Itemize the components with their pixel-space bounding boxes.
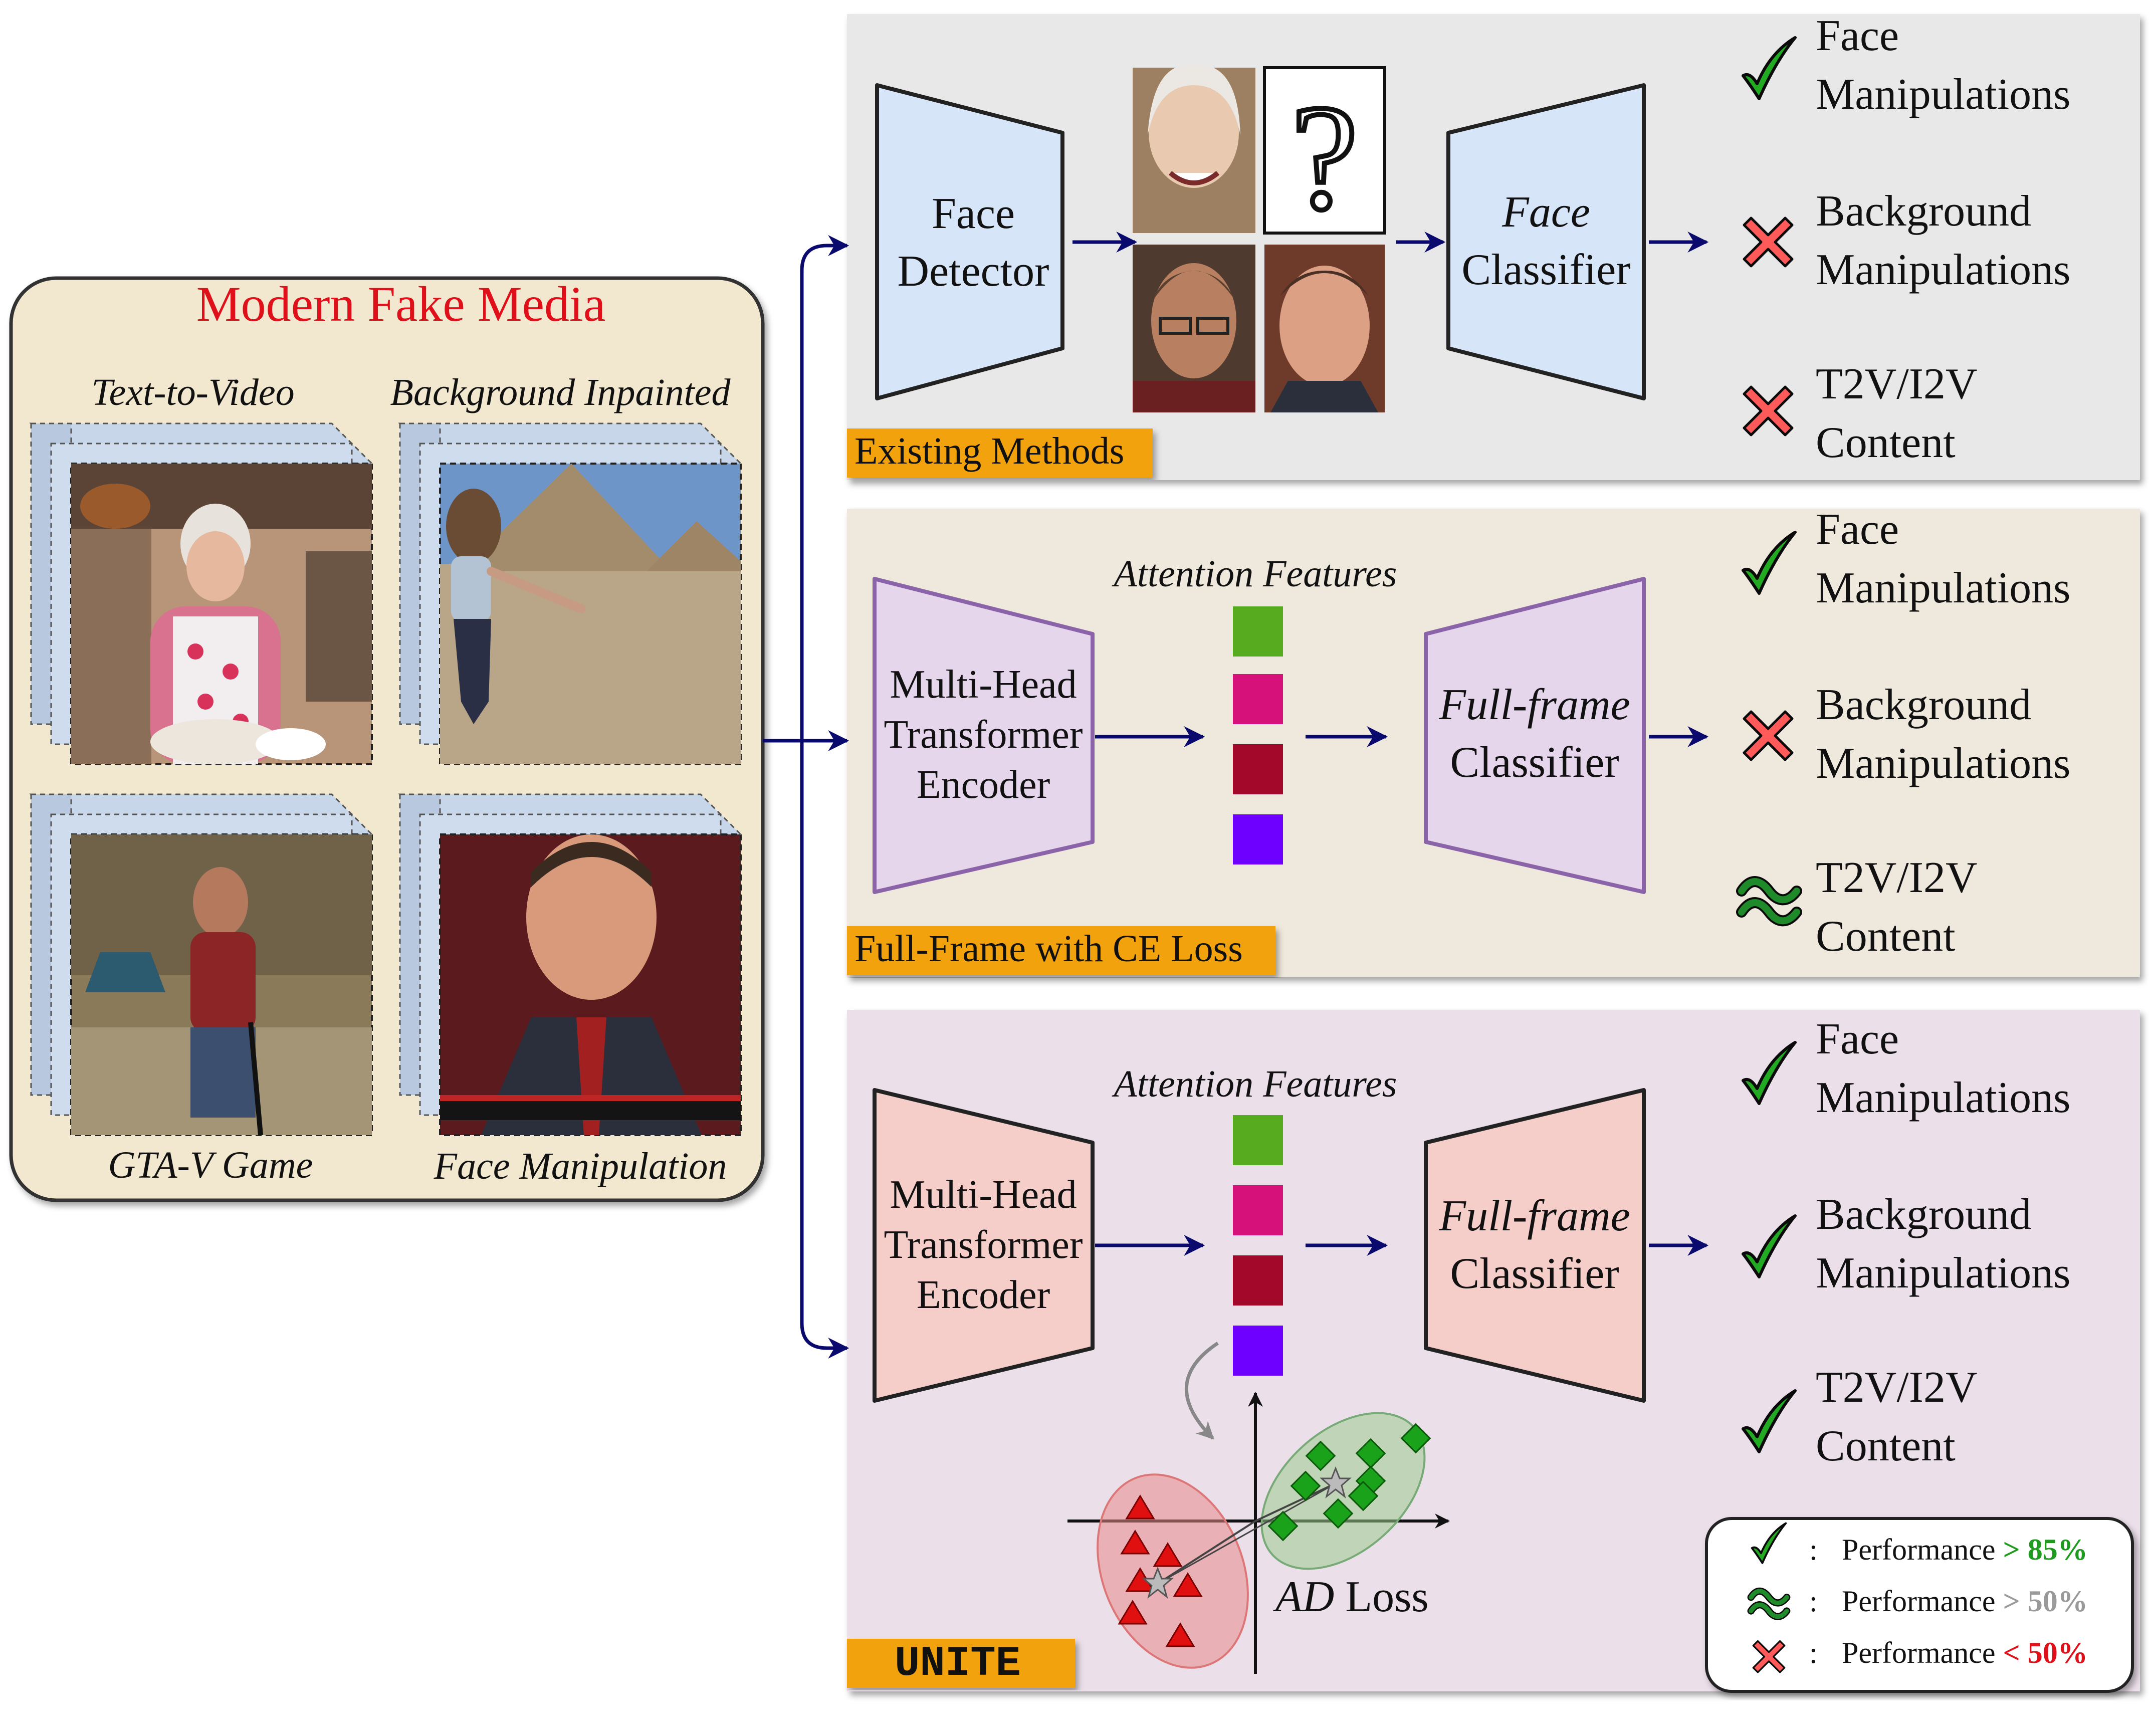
thumbnail-background-inpainted xyxy=(398,422,743,765)
legend-colon-1: : xyxy=(1809,1533,1818,1566)
tag-existing-methods xyxy=(847,428,1153,478)
feature-square-crimson xyxy=(1233,1255,1283,1306)
performance-legend: : Performance > 85% : Performance > 50% … xyxy=(1705,1517,2134,1693)
ce-result-background-2: Manipulations xyxy=(1816,739,2070,788)
tag-full-frame-ce xyxy=(847,926,1275,975)
unite-result-face-1: Face xyxy=(1816,1015,1899,1063)
unite-classifier-label-1: Full-frame xyxy=(1438,1192,1630,1240)
left-panel-title: Modern Fake Media xyxy=(196,276,605,332)
full-frame-classifier-block-ce xyxy=(1424,577,1646,894)
encoder-unite-label-1: Multi-Head xyxy=(890,1173,1077,1217)
face-detector-block xyxy=(875,83,1064,400)
result-background-1: Background xyxy=(1816,187,2031,236)
thumbnail-gta-v-game xyxy=(29,793,374,1136)
row-existing-methods: Face Detector ? F xyxy=(847,12,2070,478)
encoder-ce-label-3: Encoder xyxy=(917,763,1050,807)
result-background-2: Manipulations xyxy=(1816,246,2070,294)
thumbnail-face-manipulation xyxy=(398,793,743,1136)
transformer-encoder-block-unite xyxy=(873,1088,1095,1403)
legend-colon-2: : xyxy=(1809,1585,1818,1618)
encoder-unite-label-2: Transformer xyxy=(884,1223,1083,1267)
unite-result-t2v-1: T2V/I2V xyxy=(1816,1363,1978,1412)
feature-square-crimson xyxy=(1233,744,1283,794)
unite-result-background-1: Background xyxy=(1816,1190,2031,1239)
row-unite: Multi-Head Transformer Encoder Attention… xyxy=(847,1015,2070,1688)
face-classifier-label-2: Classifier xyxy=(1461,246,1630,294)
feature-square-magenta xyxy=(1233,1185,1283,1235)
attention-features-label-ce: Attention Features xyxy=(1112,553,1397,595)
feature-square-green xyxy=(1233,1115,1283,1165)
result-t2v-1: T2V/I2V xyxy=(1816,360,1978,408)
fake-centroid-star xyxy=(1142,1566,1174,1599)
ad-loss-label: AD Loss xyxy=(1273,1573,1429,1621)
full-frame-classifier-block-unite xyxy=(1424,1088,1646,1403)
result-t2v-2: Content xyxy=(1816,418,1956,467)
real-centroid-star xyxy=(1320,1466,1352,1498)
face-crop-game-man xyxy=(1133,245,1255,412)
modern-fake-media-panel: Modern Fake Media Text-to-Video Backgrou… xyxy=(9,276,765,1202)
ce-result-face-2: Manipulations xyxy=(1816,564,2070,612)
caption-text-to-video: Text-to-Video xyxy=(91,371,294,413)
real-points xyxy=(1267,1423,1431,1542)
encoder-ce-label-2: Transformer xyxy=(884,713,1083,757)
feature-square-violet xyxy=(1233,814,1283,864)
ce-result-face-1: Face xyxy=(1816,505,1899,554)
feature-square-green xyxy=(1233,606,1283,657)
encoder-ce-label-1: Multi-Head xyxy=(890,663,1077,707)
face-crop-news-man xyxy=(1264,245,1385,412)
question-mark-box: ? xyxy=(1263,66,1386,243)
question-mark: ? xyxy=(1291,74,1358,241)
embedding-space-plot: AD Loss xyxy=(1067,1392,1450,1674)
legend-row-2: Performance > 50% xyxy=(1842,1585,2088,1618)
unite-result-background-2: Manipulations xyxy=(1816,1249,2070,1297)
face-classifier-block xyxy=(1446,83,1646,400)
tag-unite xyxy=(847,1639,1075,1688)
row-full-frame-ce: Multi-Head Transformer Encoder Attention… xyxy=(847,505,2070,975)
tag-unite-label: UNITE xyxy=(895,1640,1021,1688)
attention-features-label-unite: Attention Features xyxy=(1112,1063,1397,1105)
legend-row-1: Performance > 85% xyxy=(1842,1533,2088,1566)
face-classifier-label-1: Face xyxy=(1501,188,1590,237)
unite-classifier-label-2: Classifier xyxy=(1450,1249,1619,1298)
ce-result-background-1: Background xyxy=(1816,681,2031,729)
unite-result-face-2: Manipulations xyxy=(1816,1073,2070,1122)
result-face-2: Manipulations xyxy=(1816,70,2070,119)
encoder-unite-label-3: Encoder xyxy=(917,1273,1050,1317)
tag-full-frame-ce-label: Full-Frame with CE Loss xyxy=(854,928,1243,970)
tag-existing-methods-label: Existing Methods xyxy=(854,430,1124,472)
thumbnail-text-to-video xyxy=(29,422,374,765)
face-detector-label-2: Detector xyxy=(898,247,1049,296)
transformer-encoder-block-ce xyxy=(873,577,1095,894)
face-crop-old-woman xyxy=(1133,65,1255,233)
feature-square-violet xyxy=(1233,1326,1283,1376)
face-detector-label-1: Face xyxy=(932,189,1015,238)
unite-result-t2v-2: Content xyxy=(1816,1422,1956,1470)
ce-classifier-label-2: Classifier xyxy=(1450,738,1619,787)
fake-points xyxy=(1118,1494,1203,1647)
embedding-curve-arrow xyxy=(1184,1342,1219,1440)
caption-gta-v-game: GTA-V Game xyxy=(108,1144,313,1186)
ce-classifier-label-1: Full-frame xyxy=(1438,681,1630,729)
ce-result-t2v-2: Content xyxy=(1816,912,1956,961)
legend-colon-3: : xyxy=(1809,1636,1818,1669)
caption-background-inpainted: Background Inpainted xyxy=(390,371,731,413)
legend-row-3: Performance < 50% xyxy=(1842,1636,2088,1669)
result-face-1: Face xyxy=(1816,12,1899,60)
ce-result-t2v-1: T2V/I2V xyxy=(1816,853,1978,902)
feature-square-magenta xyxy=(1233,674,1283,724)
branch-arrows xyxy=(763,235,849,1359)
caption-face-manipulation: Face Manipulation xyxy=(434,1145,727,1187)
